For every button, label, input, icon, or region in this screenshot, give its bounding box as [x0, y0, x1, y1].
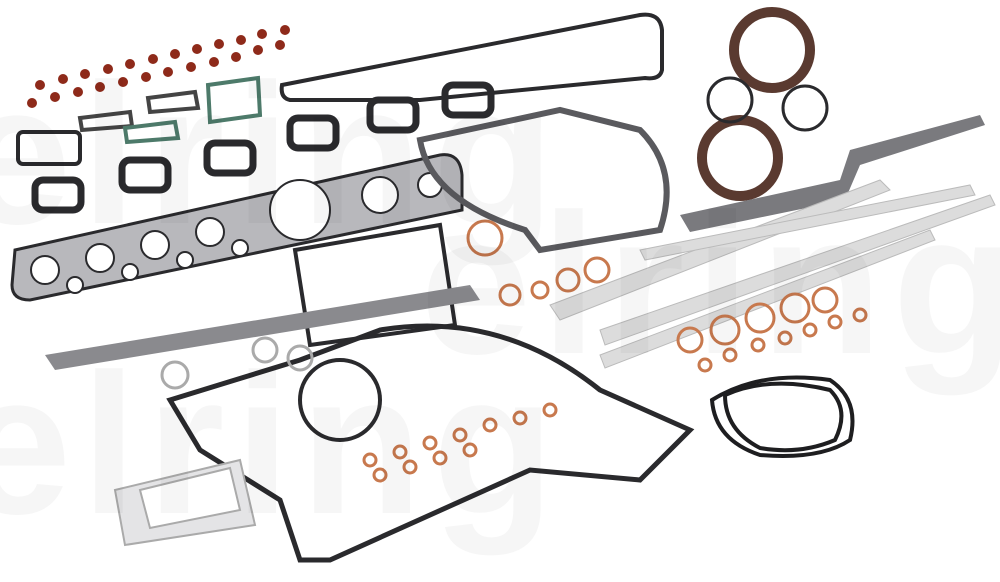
rocker-cover-gasket [279, 12, 664, 102]
timing-cover-gasket [416, 106, 670, 254]
crankshaft-seal [729, 7, 815, 93]
crankshaft-seal [697, 115, 783, 201]
valve-stem-seals [27, 25, 290, 108]
oil-cooler-gasket [166, 323, 695, 563]
